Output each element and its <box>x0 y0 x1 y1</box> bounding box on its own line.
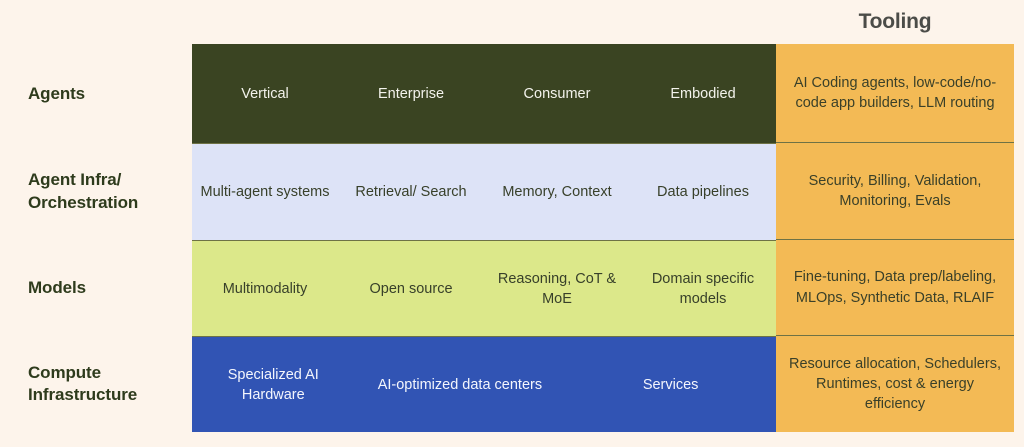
cell-infra-multi-agent-systems: Multi-agent systems <box>200 184 330 200</box>
row-label-compute: Compute Infrastructure <box>0 336 192 432</box>
table-row-agent-infra: Agent Infra/ Orchestration Multi-agent s… <box>0 143 1024 240</box>
cell-agents-consumer: Consumer <box>523 85 591 102</box>
cell-models-reasoning-cot-moe: Reasoning, CoT & MoE <box>497 270 617 307</box>
cell-models-multimodality: Multimodality <box>222 280 308 297</box>
cell-infra-data-pipelines: Data pipelines <box>657 184 749 200</box>
tooling-cell-models: Fine-tuning, Data prep/labeling, MLOps, … <box>776 240 1014 336</box>
cell-agents-enterprise: Enterprise <box>377 85 445 102</box>
cell-compute-services: Services <box>642 376 699 393</box>
table-row-agents: Agents Vertical Enterprise Consumer Embo… <box>0 44 1024 143</box>
row-label-agent-infra: Agent Infra/ Orchestration <box>0 143 192 240</box>
tooling-column-header: Tooling <box>858 10 932 33</box>
cell-agents-vertical: Vertical <box>241 85 289 102</box>
tooling-cell-agents: AI Coding agents, low-code/no-code app b… <box>776 44 1014 143</box>
cell-agents-embodied: Embodied <box>670 85 736 102</box>
cell-infra-memory-context: Memory, Context <box>502 184 612 200</box>
tooling-cell-agent-infra: Security, Billing, Validation, Monitorin… <box>776 143 1014 240</box>
row-label-models: Models <box>28 278 86 298</box>
table-row-compute: Compute Infrastructure Specialized AI Ha… <box>0 336 1024 432</box>
row-cells-models: Multimodality Open source Reasoning, CoT… <box>192 240 776 336</box>
matrix-grid: Agents Vertical Enterprise Consumer Embo… <box>0 44 1024 433</box>
cell-infra-retrieval-search: Retrieval/ Search <box>355 184 467 200</box>
table-row-models: Models Multimodality Open source Reasoni… <box>0 240 1024 336</box>
row-cells-agents: Vertical Enterprise Consumer Embodied <box>192 44 776 143</box>
row-label-compute-line2: Infrastructure <box>28 385 138 404</box>
cell-compute-ai-optimized-data-centers: AI-optimized data centers <box>377 376 543 393</box>
row-label-agents: Agents <box>28 83 86 103</box>
cell-compute-specialized-ai-hardware: Specialized AI Hardware <box>227 366 319 403</box>
cell-models-domain-specific: Domain specific models <box>651 270 755 307</box>
cell-models-open-source: Open source <box>369 280 453 297</box>
row-cells-compute: Specialized AI Hardware AI-optimized dat… <box>192 336 776 432</box>
row-label-agent-infra-line2: Orchestration <box>28 192 139 212</box>
row-label-compute-line1: Compute <box>28 362 101 382</box>
row-cells-agent-infra: Multi-agent systems Retrieval/ Search Me… <box>192 143 776 240</box>
row-label-agent-infra-line1: Agent Infra/ <box>28 170 122 190</box>
tooling-cell-compute: Resource allocation, Schedulers, Runtime… <box>776 336 1014 432</box>
